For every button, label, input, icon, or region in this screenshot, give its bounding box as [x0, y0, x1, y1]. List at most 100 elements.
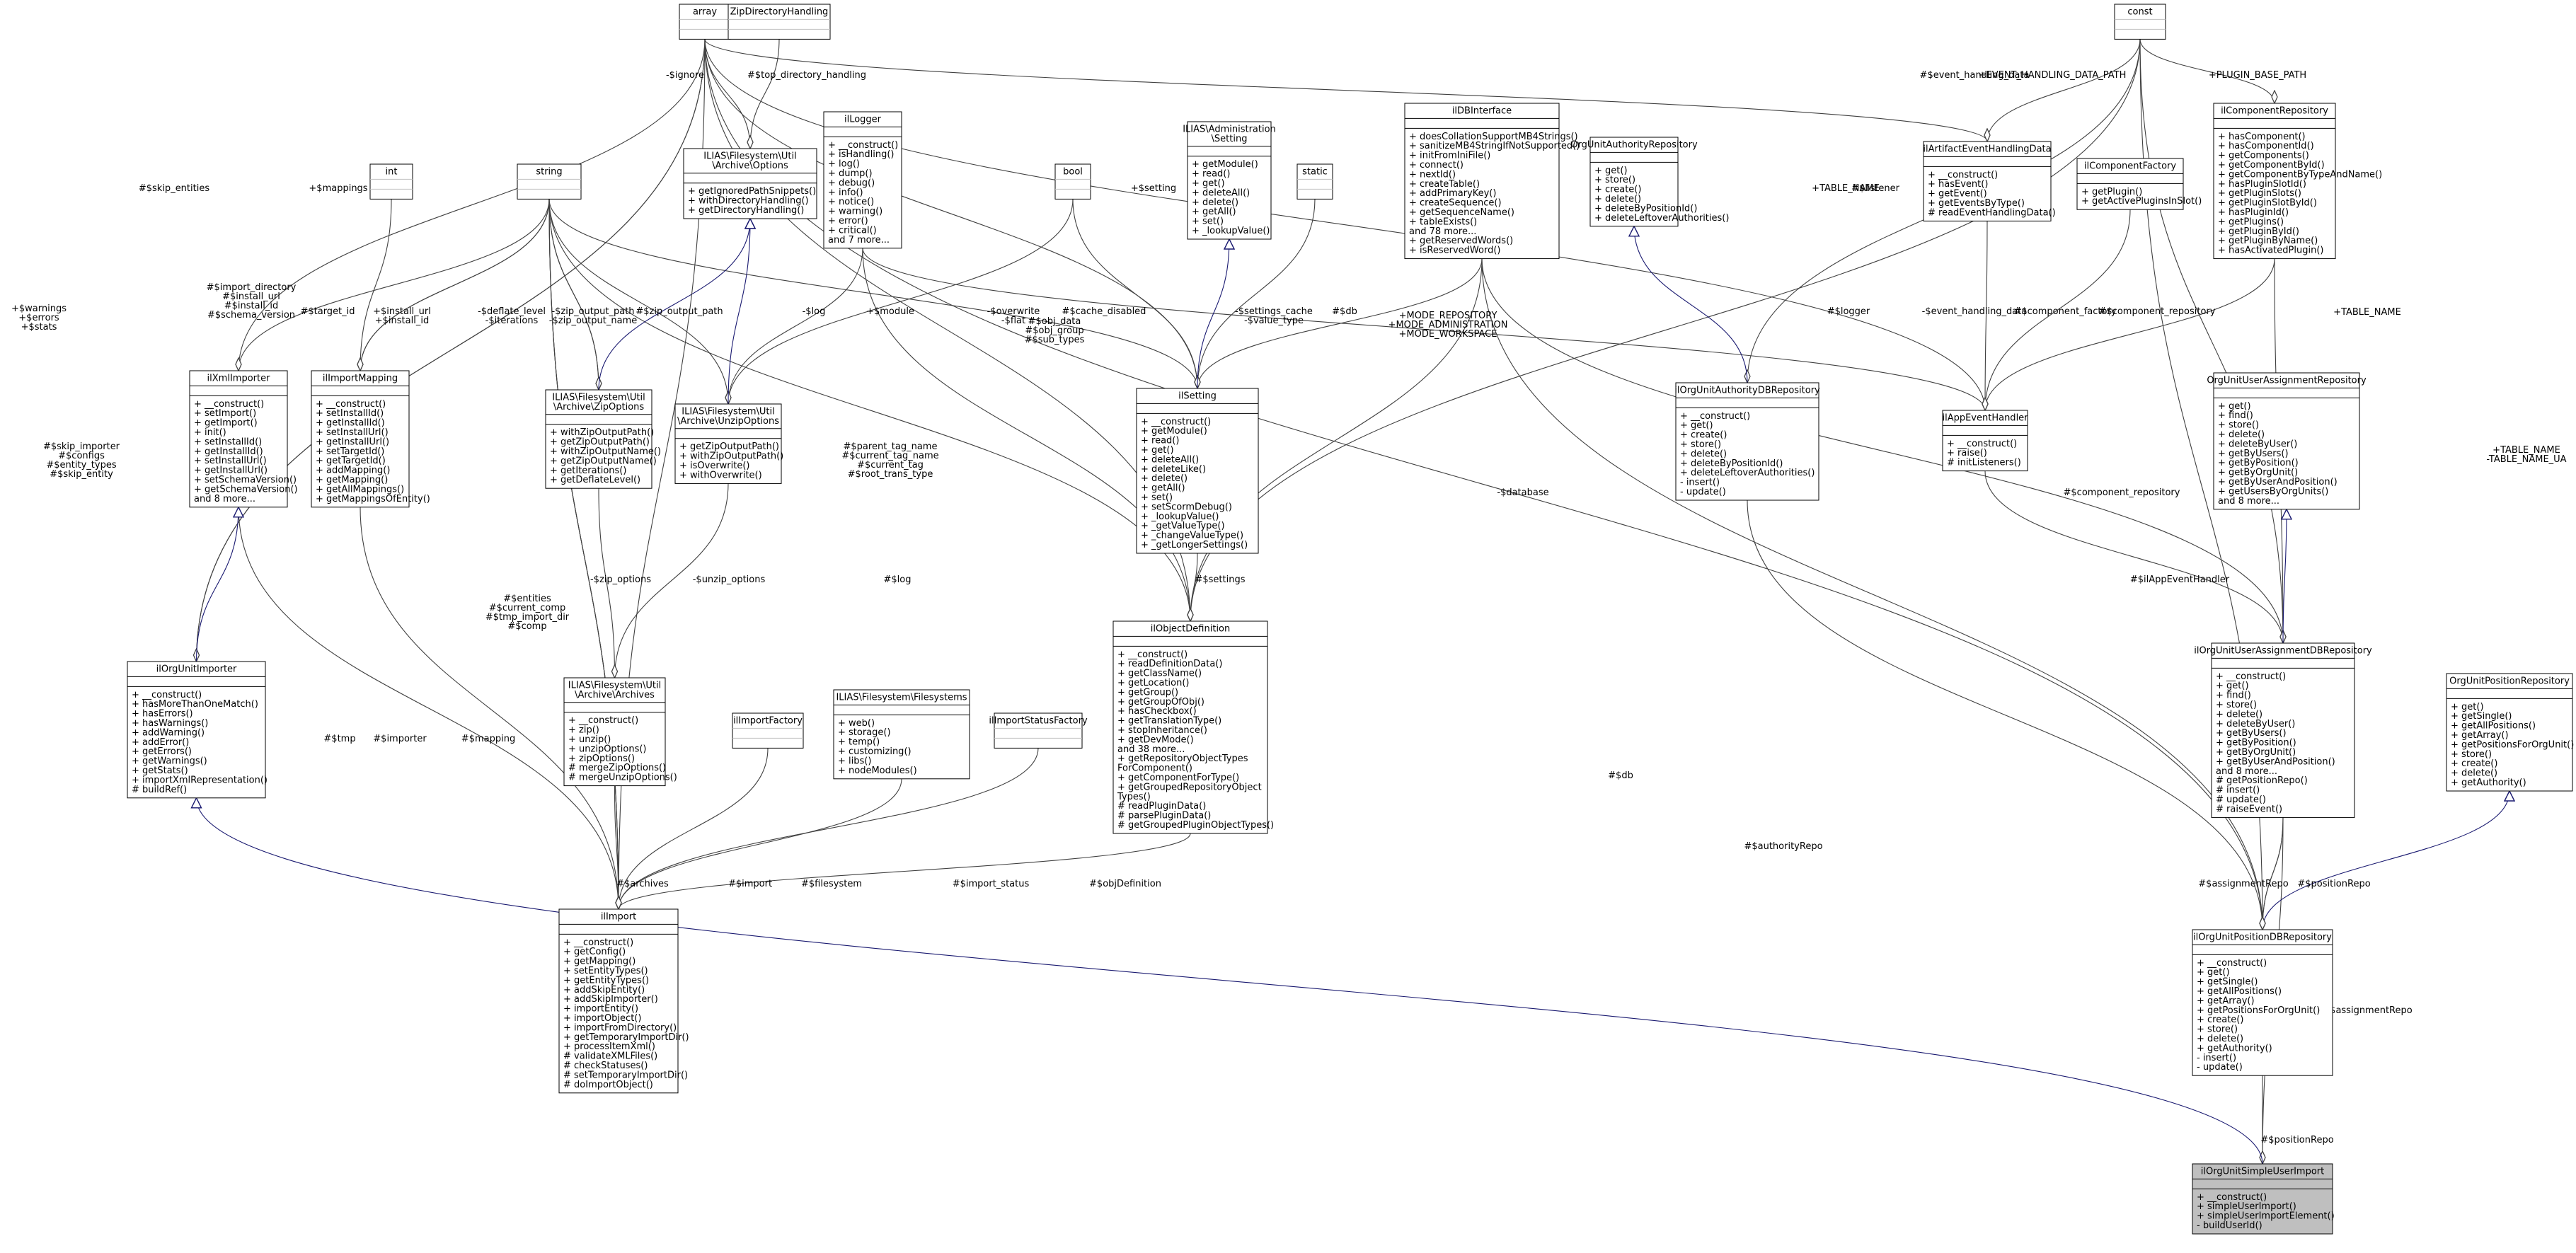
class-options[interactable]: ILIAS\Filesystem\Util\Archive\Options+ g…: [683, 148, 817, 219]
edge-label: #$component_repository: [2064, 487, 2180, 498]
class-filesystems[interactable]: ILIAS\Filesystem\Filesystems+ web()+ sto…: [833, 689, 970, 780]
class-box-frame: [2213, 372, 2360, 510]
class-importmapping[interactable]: ilImportMapping+ __construct()+ setInsta…: [311, 370, 430, 508]
class-setting[interactable]: ilSetting+ __construct()+ getModule()+ r…: [1136, 388, 1259, 554]
class-member: # getGroupedPluginObjectTypes(): [1117, 820, 1274, 831]
class-member: # checkStatuses(): [563, 1061, 648, 1071]
edge-label: #$zip_output_path: [636, 306, 723, 317]
class-posrepo[interactable]: OrgUnitPositionRepository+ get()+ getSin…: [2446, 673, 2574, 792]
class-member: + info(): [828, 187, 863, 198]
class-member: + create(): [2197, 1015, 2243, 1025]
class-name: ilImportFactory: [733, 715, 803, 726]
class-member: # readPluginData(): [1117, 801, 1206, 812]
class-member: + getPlugins(): [2218, 216, 2284, 227]
class-logger[interactable]: ilLogger+ __construct()+ isHandling()+ l…: [823, 111, 902, 249]
class-member: + _getValueType(): [1141, 521, 1225, 531]
class-authdbrepo[interactable]: ilOrgUnitAuthorityDBRepository+ __constr…: [1674, 382, 1820, 501]
class-uarepo[interactable]: OrgUnitUserAssignmentRepository+ get()+ …: [2207, 372, 2367, 510]
class-static[interactable]: static: [1296, 163, 1333, 200]
class-member: + getErrors(): [132, 746, 192, 757]
class-member: # parsePluginData(): [1117, 811, 1211, 821]
class-appevent[interactable]: ilAppEventHandler+ __construct()+ raise(…: [1942, 410, 2028, 472]
class-orgunitimporter[interactable]: ilOrgUnitImporter+ __construct()+ hasMor…: [127, 661, 268, 799]
class-unzipoptions[interactable]: ILIAS\Filesystem\Util\Archive\UnzipOptio…: [674, 403, 783, 484]
class-box-frame: [2076, 158, 2184, 210]
composition-edge: [238, 39, 706, 371]
class-member: # update(): [2216, 795, 2266, 805]
composition-edge: [619, 748, 769, 909]
edge-label: +TABLE_NAME-TABLE_NAME_UA: [2486, 445, 2566, 465]
class-member: + hasActivatedPlugin(): [2218, 246, 2323, 256]
class-member: + setScormDebug(): [1141, 502, 1232, 512]
class-adminsetting[interactable]: ILIAS\Administration\Setting+ getModule(…: [1183, 121, 1276, 240]
class-member: + addSkipImporter(): [563, 994, 658, 1005]
class-zipoptions[interactable]: ILIAS\Filesystem\Util\Archive\ZipOptions…: [545, 389, 661, 489]
class-import[interactable]: ilImport+ __construct()+ getConfig()+ ge…: [558, 908, 689, 1094]
class-box-frame: [2213, 103, 2336, 260]
class-member: + readDefinitionData(): [1117, 659, 1222, 669]
class-member: + createSequence(): [1409, 198, 1502, 209]
class-member: + addSkipEntity(): [563, 985, 645, 995]
class-member: + getIgnoredPathSnippets(): [688, 186, 816, 197]
class-member: # insert(): [2216, 785, 2260, 796]
class-array[interactable]: array: [679, 4, 731, 40]
edge-label: #$ilAppEventHandler: [2130, 574, 2230, 585]
class-box-frame: [127, 661, 266, 799]
class-name: \Setting: [1212, 134, 1248, 144]
class-archives[interactable]: ILIAS\Filesystem\Util\Archive\Archives+ …: [563, 677, 677, 787]
class-importfactory[interactable]: ilImportFactory: [732, 712, 804, 749]
class-simple[interactable]: ilOrgUnitSimpleUserImport+ __construct()…: [2192, 1163, 2335, 1235]
edge-label: -$database: [1497, 487, 1548, 498]
composition-edge: [360, 199, 392, 371]
edge-label: #$obj_data#$obj_group#$sub_types: [1025, 316, 1085, 345]
composition-edge: [2262, 817, 2284, 930]
class-comprepo[interactable]: ilComponentRepository+ hasComponent()+ h…: [2213, 103, 2382, 260]
class-member: + __construct(): [568, 715, 638, 726]
inheritance-edge: [197, 798, 2263, 1165]
class-name: ilOrgUnitSimpleUserImport: [2201, 1166, 2324, 1177]
class-member: + getPluginSlots(): [2218, 188, 2301, 199]
class-authrepo[interactable]: OrgUnitAuthorityRepository+ get()+ store…: [1570, 137, 1729, 227]
composition-edge: [360, 199, 550, 371]
class-member: + create(): [1680, 430, 1727, 441]
class-box-frame: [1942, 410, 2028, 472]
class-box-frame: [311, 370, 410, 508]
edge-label: +$setting: [1131, 183, 1176, 194]
composition-edge: [704, 39, 750, 149]
class-box-frame: [679, 4, 731, 40]
composition-edge: [728, 248, 863, 404]
composition-edge: [197, 39, 706, 662]
class-int[interactable]: int: [369, 163, 413, 200]
class-objdef[interactable]: ilObjectDefinition+ __construct()+ readD…: [1112, 620, 1274, 834]
class-name: ilDBInterface: [1452, 105, 1512, 116]
class-string[interactable]: string: [517, 163, 582, 200]
class-box-frame: [683, 148, 817, 219]
class-member: + get(): [2197, 967, 2230, 978]
class-member: + getInstallUrl(): [194, 466, 268, 476]
composition-edge: [862, 248, 1985, 410]
class-dbinterface[interactable]: ilDBInterface+ doesCollationSupportMB4St…: [1404, 103, 1580, 260]
class-bool[interactable]: bool: [1054, 163, 1091, 200]
class-artifact[interactable]: ilArtifactEventHandlingData+ __construct…: [1923, 141, 2056, 221]
class-uadbrepo[interactable]: ilOrgUnitUserAssignmentDBRepository+ __c…: [2194, 642, 2372, 818]
class-const[interactable]: const: [2114, 4, 2166, 40]
edge-label: #$component_factory: [2014, 306, 2117, 317]
inheritance-edge: [728, 219, 750, 405]
class-member: + store(): [1594, 175, 1635, 185]
class-member: + getDirectoryHandling(): [688, 205, 804, 216]
class-member: - insert(): [1680, 478, 1720, 488]
class-member: + setEntityTypes(): [563, 966, 648, 976]
class-member: + getInstallId(): [316, 418, 385, 429]
class-xmlimporter[interactable]: ilXmlImporter+ __construct()+ setImport(…: [189, 370, 298, 508]
class-compfactory[interactable]: ilComponentFactory+ getPlugin()+ getActi…: [2076, 158, 2202, 210]
class-statusfactory[interactable]: ilImportStatusFactory: [989, 712, 1088, 749]
class-member: + getTargetId(): [316, 456, 386, 466]
class-member: + raise(): [1947, 448, 1987, 458]
class-posdbrepo[interactable]: ilOrgUnitPositionDBRepository+ __constru…: [2192, 929, 2333, 1076]
edge-label: #$cache_disabled: [1062, 306, 1146, 317]
composition-edge: [1985, 209, 2131, 410]
class-zipdir[interactable]: ZipDirectoryHandling: [728, 4, 831, 40]
class-member: + store(): [2197, 1024, 2238, 1035]
class-member: + getAll(): [1141, 483, 1185, 494]
class-member: + getIterations(): [550, 466, 626, 476]
